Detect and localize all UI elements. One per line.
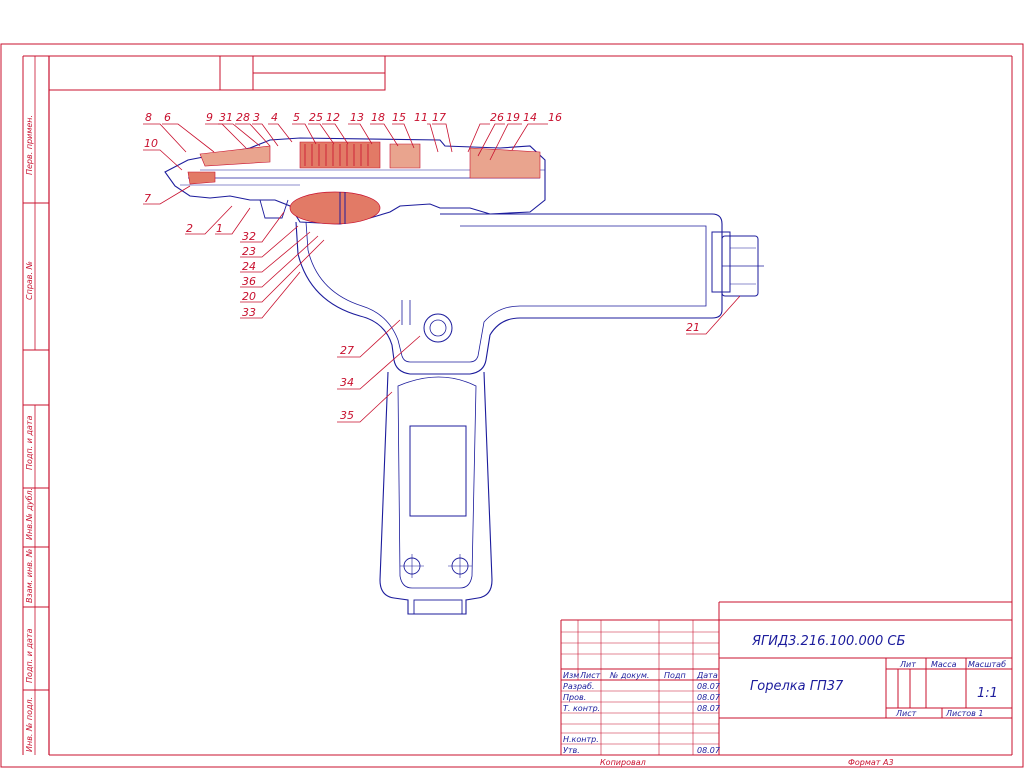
callout-16: 16 [548,111,562,124]
callout-20: 20 [242,290,256,303]
callout-9: 9 [206,111,213,124]
side-label-perv-primen: Перв. примен. [25,115,34,175]
callout-1: 1 [216,222,223,235]
title-block: ЯГИД3.216.100.000 СБ Горелка ГП37 Лит Ма… [560,601,1012,767]
callout-21: 21 [686,321,700,334]
callout-18: 18 [371,111,385,124]
callout-7: 7 [144,192,151,205]
callout-28: 28 [236,111,250,124]
callout-13: 13 [350,111,364,124]
role-prov: Пров. [563,693,586,702]
callout-15: 15 [392,111,406,124]
format-label: Формат А3 [848,758,894,767]
header-scale: Масштаб [968,660,1006,669]
side-label-podp-data-2: Подп. и дата [25,628,34,683]
drawing-code: ЯГИД3.216.100.000 СБ [751,634,905,649]
callout-8: 8 [145,111,152,124]
callout-35: 35 [340,409,354,422]
callout-12: 12 [326,111,340,124]
callout-5: 5 [293,111,300,124]
callout-34: 34 [340,376,354,389]
callouts-bottom: 27 34 35 21 [340,321,700,422]
callout-3: 3 [253,111,260,124]
side-label-inv-podl: Инв. № подл. [25,697,34,752]
side-label-vzam-inv: Взам. инв. № [25,549,34,603]
date-razrab: 08.07 [697,682,721,691]
header-lit: Лит [899,660,916,669]
date-tkontr: 08.07 [697,704,721,713]
role-tkontr: Т. контр. [563,704,600,713]
callout-6: 6 [164,111,171,124]
side-label-sprav: Справ. № [25,261,34,300]
top-stamp-box [48,55,386,91]
callout-19: 19 [506,111,520,124]
col-list: Лист [579,671,601,680]
col-date: Дата [696,671,718,680]
callout-33: 33 [242,306,256,319]
col-sign: Подп [664,671,686,680]
role-utv: Утв. [563,746,580,755]
callout-26: 26 [490,111,504,124]
side-stamp [22,55,49,755]
role-razrab: Разраб. [563,682,594,691]
copied-label: Копировал [600,758,646,767]
leader-lines [143,123,741,423]
callout-25: 25 [309,111,323,124]
sheets-label: Листов 1 [945,709,984,718]
callouts-top: 8 6 9 31 28 3 4 5 25 12 13 18 15 11 17 2… [145,111,562,124]
callout-31: 31 [219,111,233,124]
callouts-left: 10 7 2 1 32 23 24 36 20 33 [144,137,256,319]
callout-4: 4 [271,111,278,124]
side-label-inv-dubl: Инв.№ дубл. [25,488,34,540]
callout-23: 23 [242,245,256,258]
callout-14: 14 [523,111,537,124]
callout-36: 36 [242,275,256,288]
col-doc: № докум. [609,671,649,680]
callout-10: 10 [144,137,158,150]
callout-32: 32 [242,230,256,243]
callout-2: 2 [186,222,193,235]
date-utv: 08.07 [697,746,721,755]
callout-24: 24 [242,260,256,273]
outer-frame [0,43,1024,768]
scale-value: 1:1 [977,686,998,701]
header-mass: Масса [931,660,957,669]
side-stamp-labels: Перв. примен. Справ. № Подп. и дата Инв.… [25,115,34,752]
role-nkontr: Н.контр. [563,735,599,744]
callout-17: 17 [432,111,446,124]
torch-drawing [164,137,764,615]
callout-27: 27 [340,344,354,357]
sheet-label: Лист [895,709,917,718]
side-label-podp-data-1: Подп. и дата [25,415,34,470]
col-izm: Изм [563,671,579,680]
drawing-title: Горелка ГП37 [750,679,844,694]
callout-11: 11 [414,111,428,124]
date-prov: 08.07 [697,693,721,702]
